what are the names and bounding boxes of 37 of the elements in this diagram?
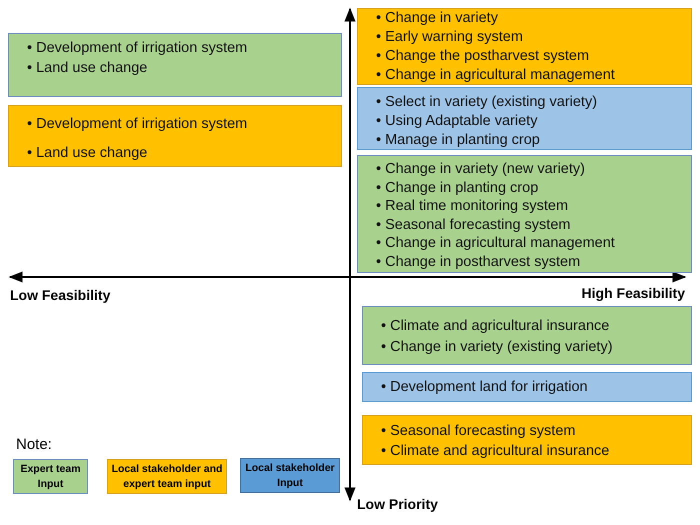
- list-item: • Using Adaptable variety: [376, 112, 538, 131]
- category-box: [362, 306, 692, 365]
- list-item: • Seasonal forecasting system: [376, 216, 570, 234]
- category-box: [8, 33, 342, 97]
- category-box: [8, 105, 342, 167]
- list-item: • Development land for irrigation: [381, 378, 588, 397]
- list-item: • Change in variety (existing variety): [381, 338, 613, 357]
- list-item: • Seasonal forecasting system: [381, 422, 576, 441]
- axis-label: Low Feasibility: [10, 287, 110, 303]
- list-item: • Climate and agricultural insurance: [381, 317, 610, 336]
- list-item: • Development of irrigation system: [27, 39, 248, 58]
- legend-swatch: Expert team Input: [13, 459, 88, 494]
- list-item: • Real time monitoring system: [376, 197, 568, 216]
- list-item: • Manage in planting crop: [376, 131, 540, 150]
- category-box: [357, 8, 692, 85]
- axis-label: High Feasibility: [582, 285, 685, 301]
- list-item: • Early warning system: [376, 28, 523, 47]
- note-heading: Note:: [16, 436, 52, 453]
- category-box: [362, 372, 692, 402]
- axis-label: Low Priority: [357, 496, 438, 512]
- list-item: • Development of irrigation system: [27, 115, 248, 134]
- category-box: [362, 415, 692, 465]
- list-item: • Change the postharvest system: [376, 47, 590, 66]
- list-item: • Select in variety (existing variety): [376, 93, 598, 112]
- list-item: • Change in variety (new variety): [376, 160, 585, 179]
- list-item: • Change in variety: [376, 9, 498, 28]
- legend-swatch: Local stakeholder Input: [240, 458, 340, 493]
- list-item: • Change in agricultural management: [376, 234, 615, 253]
- list-item: • Change in agricultural management: [376, 66, 615, 85]
- list-item: • Land use change: [27, 59, 148, 78]
- list-item: • Land use change: [27, 144, 148, 163]
- list-item: • Change in planting crop: [376, 178, 538, 198]
- category-box: [357, 87, 692, 150]
- category-box: [357, 155, 692, 273]
- list-item: • Change in postharvest system: [376, 252, 580, 272]
- list-item: • Climate and agricultural insurance: [381, 442, 610, 461]
- legend-swatch: Local stakeholder and expert team input: [107, 459, 227, 494]
